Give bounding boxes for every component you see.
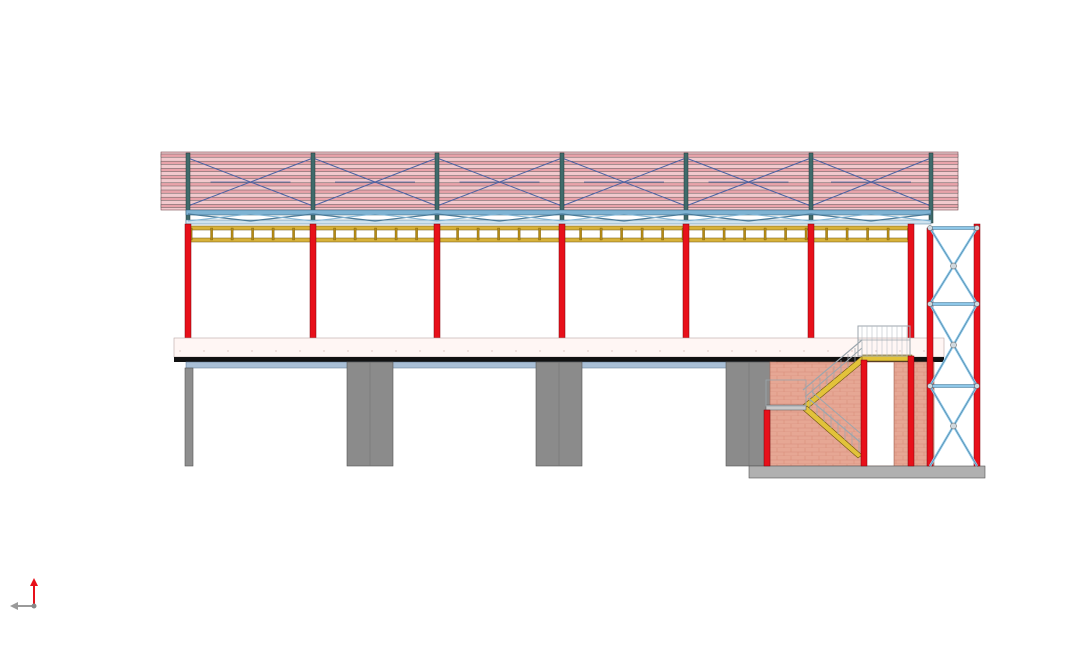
roof-rail: [160, 196, 959, 201]
eaves-diagonal: [312, 213, 376, 222]
roof-rail: [160, 160, 959, 165]
red-column: [807, 223, 815, 339]
brace-node: [950, 341, 957, 349]
truss-vertical: [763, 227, 767, 241]
eaves-diagonal: [374, 213, 438, 222]
brace-node: [974, 225, 980, 231]
truss-vertical: [620, 227, 623, 241]
truss-vertical: [497, 227, 500, 241]
truss-vertical: [722, 227, 726, 241]
guard-rail: [857, 325, 911, 357]
truss-vertical: [271, 227, 275, 241]
truss-vertical: [394, 227, 398, 241]
tower-strut: [929, 226, 978, 230]
fascia-truss: [185, 225, 913, 243]
eaves-bracing: [185, 209, 932, 225]
concrete-piers: [184, 361, 773, 467]
roof-rail: [160, 153, 959, 158]
eaves-diagonal: [436, 213, 500, 222]
stair-handrails: [765, 325, 911, 452]
truss-vertical: [333, 227, 336, 241]
grey-arrow-head: [10, 602, 18, 610]
roof-rail: [160, 168, 959, 172]
triad-origin: [31, 603, 37, 609]
truss-vertical: [866, 227, 869, 241]
red-arrow-head: [30, 578, 38, 586]
truss-vertical: [599, 227, 603, 241]
red-column: [309, 223, 317, 339]
footing-slab: [748, 465, 986, 479]
truss-vertical: [415, 227, 418, 241]
truss-vertical: [210, 227, 213, 241]
eaves-diagonal: [187, 213, 251, 222]
eaves-diagonal: [685, 213, 749, 222]
truss-vertical: [353, 227, 357, 241]
eaves-diagonal: [623, 213, 687, 222]
roof-cladding: [160, 151, 959, 224]
eaves-diagonal: [250, 213, 314, 222]
red-column: [433, 223, 441, 339]
brace-node: [950, 422, 957, 430]
eaves-diagonal: [810, 213, 872, 222]
truss-vertical: [538, 227, 541, 241]
truss-vertical: [579, 227, 582, 241]
tower-strut: [929, 302, 978, 306]
eaves-diagonal: [748, 213, 812, 222]
truss-vertical: [661, 227, 664, 241]
truss-vertical: [640, 227, 644, 241]
brace-node: [950, 262, 957, 270]
eaves-diagonal: [561, 213, 625, 222]
brace-node: [974, 383, 980, 389]
pier: [184, 367, 194, 467]
truss-vertical: [804, 227, 808, 241]
truss-vertical: [743, 227, 746, 241]
truss-vertical: [702, 227, 705, 241]
axis-triad: [10, 578, 38, 610]
roof-bracing: [187, 157, 932, 207]
brace-node: [974, 301, 980, 307]
handrail: [804, 347, 863, 398]
handrail: [802, 339, 863, 391]
truss-vertical: [825, 227, 828, 241]
brace-node: [927, 301, 933, 307]
brace-node: [927, 225, 933, 231]
truss-vertical: [845, 227, 849, 241]
eaves-diagonals: [187, 213, 932, 222]
roof-rail: [160, 189, 959, 194]
lower-columns: [763, 355, 915, 467]
red-column: [558, 223, 566, 339]
roof-rail: [160, 182, 959, 187]
tower-bracing: [927, 225, 980, 467]
truss-vertical: [476, 227, 480, 241]
truss-vertical: [251, 227, 254, 241]
red-column: [184, 223, 192, 339]
eaves-diagonal: [499, 213, 563, 222]
handrail: [811, 391, 861, 434]
brace-node: [927, 383, 933, 389]
floor-slab: [173, 337, 945, 369]
stair-tower: [926, 223, 981, 467]
red-column: [907, 223, 915, 339]
truss-vertical: [784, 227, 787, 241]
truss-vertical: [292, 227, 295, 241]
roof-rail: [160, 204, 959, 208]
truss-vertical: [886, 227, 890, 241]
truss-vertical: [374, 227, 377, 241]
truss-vertical: [456, 227, 459, 241]
roof-rails: [160, 153, 959, 208]
truss-vertical: [517, 227, 521, 241]
guard-rail: [765, 379, 807, 407]
roof-rail: [160, 175, 959, 180]
red-column: [682, 223, 690, 339]
truss-vertical: [230, 227, 234, 241]
stair: [765, 325, 913, 459]
eaves-diagonal: [870, 213, 932, 222]
tower-strut: [929, 384, 978, 388]
